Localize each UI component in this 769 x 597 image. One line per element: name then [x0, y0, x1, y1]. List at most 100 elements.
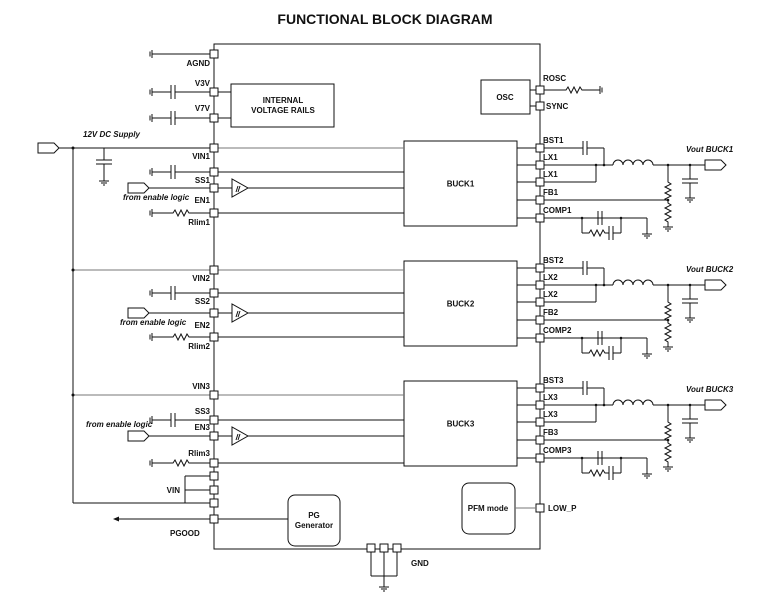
ground-icon	[149, 208, 153, 218]
output-port-icon	[704, 399, 727, 411]
pin-pad	[209, 288, 219, 298]
internal-voltage-rails-block	[230, 83, 335, 128]
pin-label-vin: VIN	[167, 486, 181, 495]
pg-generator-label-line1: PG	[308, 511, 320, 520]
output-port-icon	[704, 159, 727, 171]
pin-pad	[209, 208, 219, 218]
capacitor-icon	[681, 298, 699, 304]
capacitor-icon	[582, 380, 588, 396]
input-port-icon	[37, 142, 60, 154]
buck3-block	[403, 380, 518, 467]
v7v-net	[149, 110, 231, 126]
pin-pad	[535, 280, 545, 290]
pg-generator-label-line2: Generator	[295, 521, 333, 530]
pin-pad	[535, 297, 545, 307]
enable-logic-label-1: from enable logic	[123, 193, 190, 202]
inductor-icon	[612, 159, 654, 166]
pin-pad	[535, 85, 545, 95]
pin-pad	[209, 87, 219, 97]
ground-icon	[149, 458, 153, 468]
ground-icon	[98, 180, 110, 186]
output-port-icon	[704, 279, 727, 291]
pin-pad	[535, 101, 545, 111]
pin-label-bst3: BST3	[543, 376, 564, 385]
resistor-icon	[585, 469, 609, 477]
pin-label-fb3: FB3	[543, 428, 559, 437]
capacitor-icon	[582, 140, 588, 156]
buck1-label: BUCK1	[447, 180, 475, 189]
pin-label-lx2: LX2	[543, 290, 558, 299]
pin-pad	[535, 453, 545, 463]
pin-label-comp2: COMP2	[543, 326, 572, 335]
internal-rails-label-line2: VOLTAGE RAILS	[251, 106, 315, 115]
resistor-icon	[664, 199, 672, 225]
buck1-block	[403, 140, 518, 227]
pin-pad	[535, 417, 545, 427]
ground-icon	[641, 473, 653, 479]
vout-label-2: Vout BUCK2	[686, 265, 734, 274]
gnd-pin-pad	[392, 543, 402, 553]
vin-bundle	[184, 475, 210, 503]
supply-label: 12V DC Supply	[83, 130, 140, 139]
pin-label-rosc: ROSC	[543, 74, 566, 83]
pfm-mode-label: PFM mode	[468, 504, 509, 513]
ground-icon	[149, 288, 153, 298]
pin-label-vin3: VIN3	[192, 382, 210, 391]
pin-pad	[535, 213, 545, 223]
pin-label-fb2: FB2	[543, 308, 559, 317]
capacitor-icon	[95, 159, 113, 165]
rosc-net	[544, 86, 603, 94]
capacitor-icon	[582, 260, 588, 276]
gnd-pin-pad	[379, 543, 389, 553]
pin-pad	[535, 315, 545, 325]
buck2-block	[403, 260, 518, 347]
resistor-icon	[169, 209, 193, 217]
gnd-net	[370, 552, 398, 592]
pin-label-gnd: GND	[411, 559, 429, 568]
pin-label-rlim2: Rlim2	[188, 342, 210, 351]
pin-label-lx2: LX2	[543, 273, 558, 282]
pin-label-sync: SYNC	[546, 102, 568, 111]
pin-label-pgood: PGOOD	[170, 529, 200, 538]
pin-label-en1: EN1	[194, 196, 210, 205]
resistor-icon	[562, 86, 586, 94]
capacitor-icon	[170, 412, 176, 428]
ground-icon	[149, 167, 153, 177]
pin-pad	[209, 332, 219, 342]
ground-icon	[662, 226, 674, 232]
capacitor-icon	[170, 164, 176, 180]
pin-pad	[209, 485, 219, 495]
ground-icon	[641, 233, 653, 239]
pin-pad	[209, 458, 219, 468]
capacitor-icon	[170, 84, 176, 100]
pin-label-lx3: LX3	[543, 410, 558, 419]
resistor-icon	[169, 459, 193, 467]
enable-port-icon	[127, 430, 150, 442]
vout-label-3: Vout BUCK3	[686, 385, 734, 394]
pin-pad	[209, 308, 219, 318]
v3v-net	[149, 84, 231, 100]
resistor-icon	[664, 439, 672, 465]
pin-label-v7v: V7V	[195, 104, 211, 113]
pin-pad	[209, 415, 219, 425]
pin-pad	[535, 160, 545, 170]
pin-label-en2: EN2	[194, 321, 210, 330]
pin-pad	[209, 167, 219, 177]
pin-label-bst1: BST1	[543, 136, 564, 145]
internal-rails-label-line1: INTERNAL	[263, 96, 304, 105]
pin-pad	[209, 49, 219, 59]
pin-label-comp3: COMP3	[543, 446, 572, 455]
resistor-icon	[664, 319, 672, 345]
pin-label-lx1: LX1	[543, 153, 558, 162]
pin-pad	[535, 143, 545, 153]
ground-icon	[149, 332, 153, 342]
pin-pad	[209, 471, 219, 481]
enable-logic-label-2: from enable logic	[120, 318, 187, 327]
pin-label-vin1: VIN1	[192, 152, 210, 161]
pin-pad	[535, 400, 545, 410]
pin-label-ss1: SS1	[195, 176, 211, 185]
resistor-icon	[585, 349, 609, 357]
